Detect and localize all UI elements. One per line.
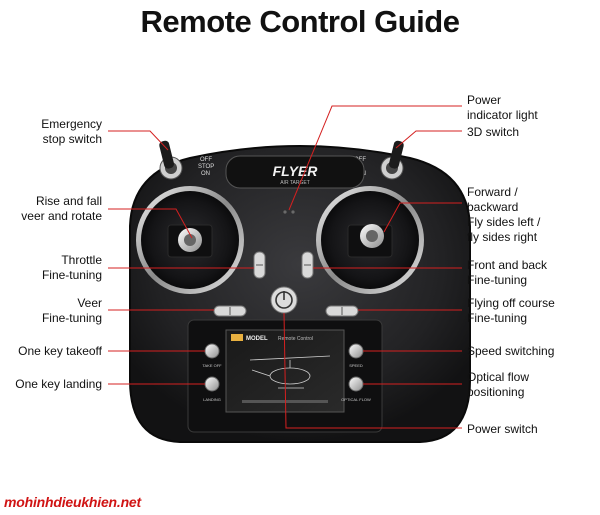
label-one-key-landing: One key landing: [15, 377, 102, 391]
svg-text:OFF: OFF: [200, 157, 212, 163]
label-3d-switch: 3D switch: [467, 125, 520, 139]
watermark: mohinhdieukhien.net: [4, 494, 141, 510]
svg-text:TAKE OFF: TAKE OFF: [202, 363, 222, 368]
page-title: Remote Control Guide: [140, 4, 460, 39]
svg-text:STOP: STOP: [198, 164, 214, 170]
label-one-key-takeoff: One key takeoff: [18, 344, 102, 358]
leader-3d: [395, 130, 462, 149]
label-speed-switching: Speed switching: [467, 344, 555, 358]
leader-power-light: [288, 105, 462, 211]
svg-text:SPEED: SPEED: [349, 363, 363, 368]
left-gimbal: [136, 186, 244, 294]
leader-power-switch: [283, 312, 462, 429]
emergency-stop-switch: OFF STOP ON: [159, 140, 214, 180]
svg-text:AIR TARGET: AIR TARGET: [280, 180, 310, 186]
leader-rise-fall: [108, 208, 193, 239]
svg-text:OPTICAL FLOW: OPTICAL FLOW: [341, 397, 371, 402]
right-gimbal: [316, 186, 424, 294]
front-back-trim-buttons: [301, 251, 314, 279]
leader-emergency: [108, 130, 169, 151]
svg-text:ON: ON: [201, 171, 210, 177]
svg-text:LANDING: LANDING: [203, 397, 221, 402]
svg-text:MODEL: MODEL: [246, 336, 268, 342]
label-forward-backward: Forward /backward Fly sides left /fly si…: [467, 185, 541, 244]
svg-text:Remote Control: Remote Control: [278, 336, 313, 342]
veer-trim-buttons: [213, 305, 247, 317]
power-indicator-light: [283, 210, 295, 214]
label-power-switch: Power switch: [467, 422, 538, 436]
leader-forward: [383, 202, 462, 233]
flying-off-course-trim-buttons: [325, 305, 359, 317]
throttle-trim-buttons: [253, 251, 266, 279]
